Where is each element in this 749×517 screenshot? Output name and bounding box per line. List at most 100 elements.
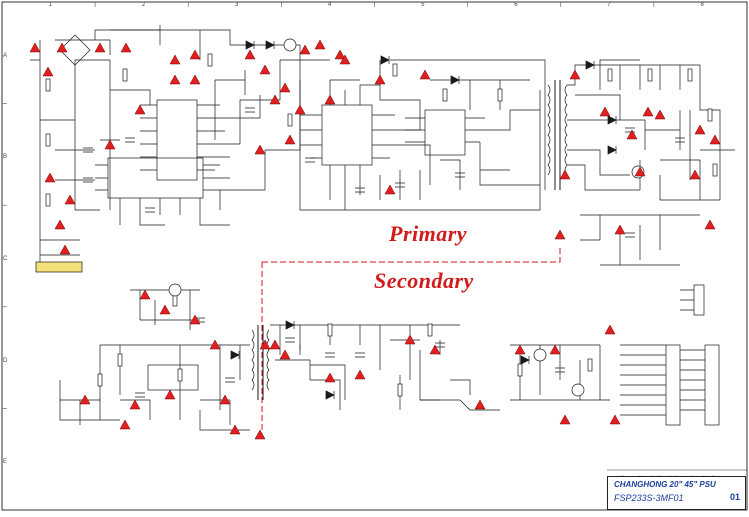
diode — [325, 390, 335, 400]
zone-label-secondary: Secondary — [374, 268, 474, 293]
safety-warning-icon — [42, 66, 54, 77]
grid-column-label: 4 — [327, 2, 332, 8]
wiring — [30, 25, 735, 431]
grid-row-label: E — [3, 459, 8, 466]
transformer-primary-secondary — [547, 80, 568, 190]
components — [45, 38, 718, 400]
safety-warning-icon — [654, 109, 666, 120]
resistor — [607, 68, 613, 82]
resistor — [587, 358, 593, 372]
safety-warning-icon — [294, 104, 306, 115]
safety-warning-icon — [79, 394, 91, 405]
resistor — [122, 68, 128, 82]
safety-warning-icon — [626, 129, 638, 140]
safety-warning-icon — [219, 394, 231, 405]
safety-warning-icon — [284, 134, 296, 145]
safety-warning-icon — [642, 106, 654, 117]
safety-warning-icon — [279, 82, 291, 93]
grid-column-label: 7 — [607, 2, 611, 8]
safety-warning-icon — [599, 106, 611, 117]
title-block-model: CHANGHONG 20" 45" PSU — [614, 480, 716, 489]
safety-warning-icon — [559, 414, 571, 425]
capacitor — [555, 367, 565, 373]
resistor — [712, 163, 718, 177]
capacitor — [145, 207, 155, 213]
safety-warning-icon — [404, 334, 416, 345]
safety-warning-icon — [129, 399, 141, 410]
resistor — [707, 108, 713, 122]
capacitor — [225, 377, 235, 383]
safety-warning-icon — [554, 229, 566, 240]
capacitor — [625, 127, 635, 133]
grid-row-label: A — [3, 52, 8, 59]
safety-warning-icon — [689, 169, 701, 180]
safety-warning-icon — [189, 49, 201, 60]
resistor — [45, 133, 51, 147]
diode — [520, 355, 530, 365]
transistor-or-fuse — [571, 383, 585, 397]
resistor — [207, 53, 213, 67]
safety-warning-icon — [384, 184, 396, 195]
safety-warning-icon — [709, 134, 721, 145]
safety-warning-icon — [209, 339, 221, 350]
diode — [230, 350, 240, 360]
safety-warning-icon — [559, 169, 571, 180]
capacitor — [305, 157, 315, 163]
safety-warning-icon — [120, 42, 132, 53]
capacitor — [325, 352, 335, 358]
safety-warning-icon — [94, 42, 106, 53]
safety-warning-icon — [54, 219, 66, 230]
safety-warning-icon — [254, 429, 266, 440]
diode — [607, 145, 617, 155]
safety-markers — [29, 39, 721, 440]
capacitor — [455, 172, 465, 178]
safety-warning-icon — [59, 244, 71, 255]
transistor-or-fuse — [533, 348, 547, 362]
resistor — [117, 353, 123, 367]
resistor — [392, 63, 398, 77]
safety-warning-icon — [169, 54, 181, 65]
capacitor — [675, 137, 685, 143]
safety-warning-icon — [139, 289, 151, 300]
safety-warning-icon — [339, 54, 351, 65]
safety-warning-icon — [419, 69, 431, 80]
safety-warning-icon — [514, 344, 526, 355]
title-block-part-number: FSP233S-3MF01 — [614, 493, 684, 503]
title-block: CHANGHONG 20" 45" PSU FSP233S-3MF01 01 — [607, 476, 746, 510]
safety-warning-icon — [279, 349, 291, 360]
diode — [607, 115, 617, 125]
capacitor — [245, 107, 255, 113]
resistor — [45, 78, 51, 92]
connector-main — [665, 344, 681, 426]
capacitor — [625, 232, 635, 238]
safety-warning-icon — [299, 44, 311, 55]
grid-column-label: 5 — [421, 2, 425, 8]
resistor — [497, 88, 503, 102]
grid-column-label: 6 — [514, 2, 518, 8]
safety-warning-icon — [169, 74, 181, 85]
diode — [265, 40, 275, 50]
safety-warning-icon — [374, 74, 386, 85]
safety-warning-icon — [259, 64, 271, 75]
safety-warning-icon — [609, 414, 621, 425]
diode — [285, 320, 295, 330]
resistor — [327, 323, 333, 337]
optocoupler-region — [147, 364, 199, 391]
safety-warning-icon — [694, 124, 706, 135]
safety-warning-icon — [324, 372, 336, 383]
safety-warning-icon — [429, 344, 441, 355]
safety-warning-icon — [259, 339, 271, 350]
safety-warning-icon — [324, 94, 336, 105]
safety-warning-icon — [704, 219, 716, 230]
resistor — [177, 368, 183, 382]
connector-aux — [704, 344, 720, 426]
capacitor — [83, 177, 93, 183]
safety-warning-icon — [334, 49, 346, 60]
capacitor — [435, 342, 445, 348]
resistor — [427, 323, 433, 337]
capacitor — [355, 352, 365, 358]
connector-small — [693, 284, 705, 316]
